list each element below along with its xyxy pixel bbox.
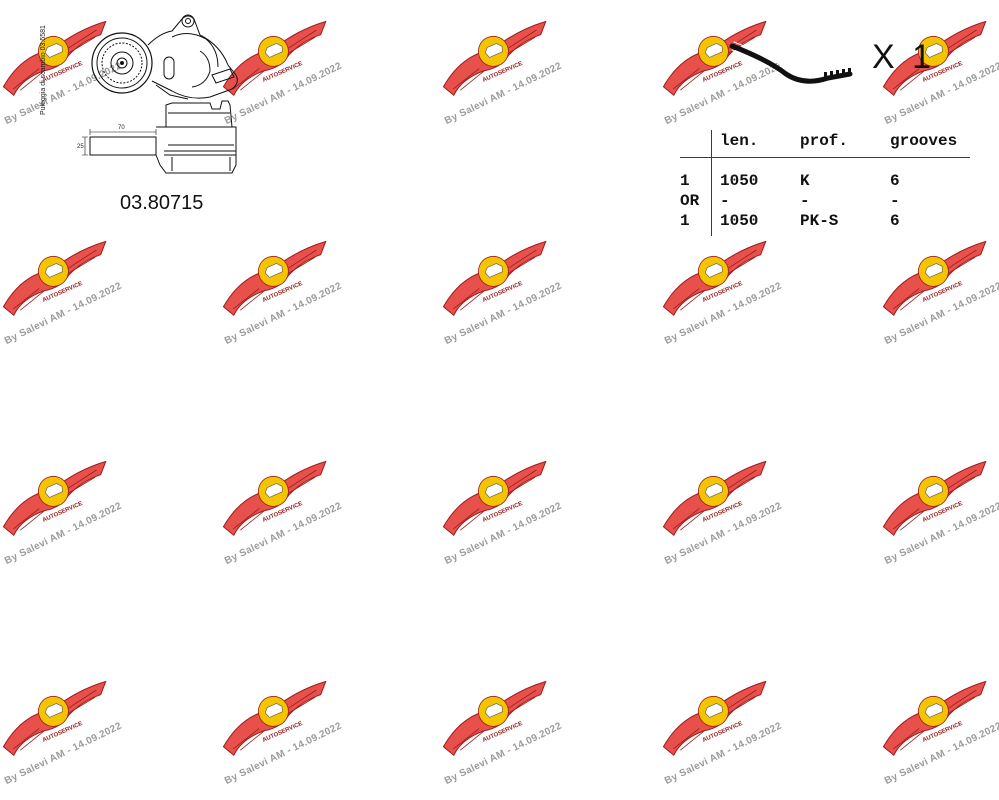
watermark-logo-text: AUTOSERVICE — [702, 721, 744, 744]
watermark-logo-text: AUTOSERVICE — [922, 281, 964, 304]
watermark-logo-text: AUTOSERVICE — [482, 61, 524, 84]
watermark-logo-text: AUTOSERVICE — [482, 721, 524, 744]
winged-logo-icon: AUTOSERVICE — [2, 240, 107, 317]
watermark-caption: By Salevi AM - 14.09.2022 — [883, 500, 999, 567]
watermark-caption: By Salevi AM - 14.09.2022 — [883, 720, 999, 787]
watermark-logo-text: AUTOSERVICE — [42, 501, 84, 524]
row-1-qty: 1 — [680, 172, 690, 190]
watermark-logo-text: AUTOSERVICE — [262, 61, 304, 84]
watermark-logo-text: AUTOSERVICE — [42, 281, 84, 304]
watermark-caption: By Salevi AM - 14.09.2022 — [3, 720, 124, 787]
winged-logo-icon: AUTOSERVICE — [442, 20, 547, 97]
watermark-caption: By Salevi AM - 14.09.2022 — [3, 500, 124, 567]
winged-logo-icon: AUTOSERVICE — [222, 460, 327, 537]
watermark-logo-text: AUTOSERVICE — [262, 501, 304, 524]
winged-logo-icon: AUTOSERVICE — [662, 460, 767, 537]
row-1-length: 1050 — [720, 172, 759, 190]
table-header-rule — [680, 157, 970, 158]
watermark-caption: By Salevi AM - 14.09.2022 — [3, 280, 124, 347]
row-3-profile: PK-S — [800, 212, 839, 230]
belt-quantity: X 1 — [872, 38, 936, 76]
winged-logo-icon: AUTOSERVICE — [442, 240, 547, 317]
row-1-profile: K — [800, 172, 810, 190]
winged-logo-icon: AUTOSERVICE — [882, 240, 987, 317]
watermark-caption: By Salevi AM - 14.09.2022 — [663, 720, 784, 787]
header-grooves: grooves — [890, 132, 958, 150]
dimension-width-label: 70 — [118, 125, 125, 131]
part-vertical-label: Puleggia di scambio 03.5581 — [40, 25, 47, 115]
winged-logo-icon: AUTOSERVICE — [222, 240, 327, 317]
watermark-logo-text: AUTOSERVICE — [42, 721, 84, 744]
winged-logo-icon: AUTOSERVICE — [662, 240, 767, 317]
header-profile: prof. — [800, 132, 849, 150]
part-number: 03.80715 — [120, 192, 204, 214]
watermark-logo-text: AUTOSERVICE — [482, 501, 524, 524]
winged-logo-icon: AUTOSERVICE — [222, 680, 327, 757]
winged-logo-icon: AUTOSERVICE — [2, 460, 107, 537]
winged-logo-icon: AUTOSERVICE — [2, 680, 107, 757]
row-2-profile: - — [800, 192, 810, 210]
row-3-qty: 1 — [680, 212, 690, 230]
multi-rib-belt-icon — [729, 41, 853, 86]
watermark-caption: By Salevi AM - 14.09.2022 — [663, 280, 784, 347]
winged-logo-icon: AUTOSERVICE — [882, 460, 987, 537]
row-2-grooves: - — [890, 192, 900, 210]
row-2-qty: OR — [680, 192, 700, 210]
watermark-logo-text: AUTOSERVICE — [702, 281, 744, 304]
row-2-length: - — [720, 192, 730, 210]
table-vertical-rule — [711, 130, 712, 236]
watermark-logo-text: AUTOSERVICE — [262, 281, 304, 304]
winged-logo-icon: AUTOSERVICE — [442, 460, 547, 537]
watermark-caption: By Salevi AM - 14.09.2022 — [223, 280, 344, 347]
watermark-logo-text: AUTOSERVICE — [922, 501, 964, 524]
watermark-logo-text: AUTOSERVICE — [922, 721, 964, 744]
watermark-logo-text: AUTOSERVICE — [482, 281, 524, 304]
dimension-height-label: 25 — [77, 144, 84, 150]
watermark-logo-text: AUTOSERVICE — [702, 501, 744, 524]
watermark-caption: By Salevi AM - 14.09.2022 — [443, 60, 564, 127]
watermark-caption: By Salevi AM - 14.09.2022 — [223, 720, 344, 787]
row-1-grooves: 6 — [890, 172, 900, 190]
watermark-caption: By Salevi AM - 14.09.2022 — [443, 720, 564, 787]
winged-logo-icon: AUTOSERVICE — [442, 680, 547, 757]
winged-logo-icon: AUTOSERVICE — [882, 680, 987, 757]
header-length: len. — [720, 132, 759, 150]
winged-logo-icon: AUTOSERVICE — [662, 680, 767, 757]
tensioner-drawing: 70 25 — [77, 14, 238, 174]
watermark-caption: By Salevi AM - 14.09.2022 — [663, 500, 784, 567]
row-3-length: 1050 — [720, 212, 759, 230]
row-3-grooves: 6 — [890, 212, 900, 230]
watermark-logo-text: AUTOSERVICE — [262, 721, 304, 744]
watermark-caption: By Salevi AM - 14.09.2022 — [443, 280, 564, 347]
watermark-caption: By Salevi AM - 14.09.2022 — [223, 500, 344, 567]
watermark-caption: By Salevi AM - 14.09.2022 — [443, 500, 564, 567]
watermark-caption: By Salevi AM - 14.09.2022 — [883, 280, 999, 347]
